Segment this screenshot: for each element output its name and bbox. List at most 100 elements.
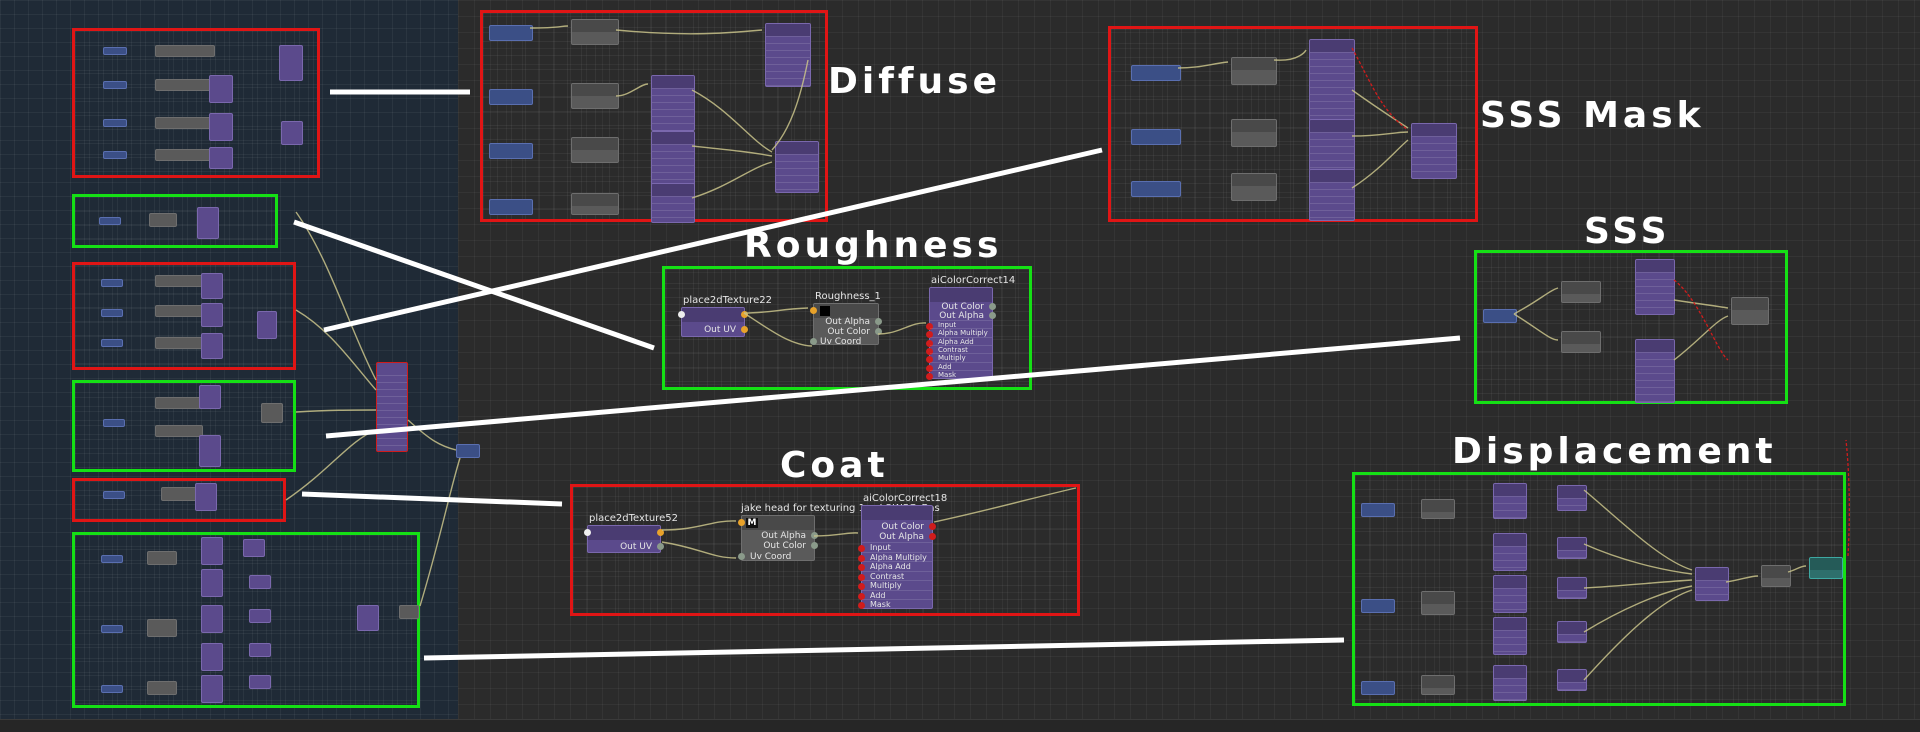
overview-node[interactable] [103, 47, 127, 55]
out-alpha-port[interactable] [929, 533, 936, 540]
input-row[interactable]: Alpha Multiply [858, 551, 932, 563]
file-node[interactable] [571, 19, 619, 45]
uv-coord-port[interactable] [810, 338, 817, 345]
out-uv-port[interactable] [741, 326, 748, 333]
overview-node[interactable] [103, 81, 127, 89]
place2d-node[interactable] [1131, 181, 1181, 197]
color-correct-node[interactable] [1493, 575, 1527, 613]
file-node-coat[interactable]: M Out Alpha Out Color Uv Coord [738, 515, 818, 562]
overview-node[interactable] [155, 397, 203, 409]
overview-node[interactable] [249, 575, 271, 589]
file-node[interactable] [1421, 499, 1455, 519]
file-node[interactable] [571, 193, 619, 215]
input-row[interactable]: Add [858, 589, 932, 601]
overview-node[interactable] [257, 311, 277, 339]
overview-node[interactable] [101, 309, 123, 317]
place2d-node[interactable] [1131, 129, 1181, 145]
input-row[interactable]: Mask [858, 599, 932, 610]
overview-frame-sss-mask[interactable] [72, 262, 296, 370]
overview-node[interactable] [199, 385, 221, 409]
overview-node[interactable] [243, 539, 265, 557]
remap-node[interactable] [1557, 537, 1587, 559]
overview-node[interactable] [103, 151, 127, 159]
blend-node[interactable] [1731, 297, 1769, 325]
color-correct-node[interactable] [1309, 119, 1355, 171]
file-node[interactable] [1231, 173, 1277, 201]
input-port[interactable] [926, 331, 933, 339]
input-row[interactable]: Mask [926, 369, 992, 380]
overview-node[interactable] [357, 605, 379, 631]
shading-group-node[interactable] [1809, 557, 1843, 579]
overview-frame-displacement[interactable] [72, 532, 420, 708]
overview-shading-group-node[interactable] [456, 444, 480, 458]
remap-node[interactable] [1557, 669, 1587, 691]
overview-node[interactable] [149, 213, 177, 227]
overview-node[interactable] [103, 491, 125, 499]
color-correct-node[interactable] [651, 131, 695, 187]
color-correct-node[interactable] [651, 75, 695, 131]
color-correct-node[interactable] [1309, 169, 1355, 221]
place2d-node[interactable] [1361, 503, 1395, 517]
overview-node[interactable] [249, 609, 271, 623]
overview-node[interactable] [201, 537, 223, 565]
place2d-node[interactable] [489, 25, 533, 41]
overview-node[interactable] [201, 643, 223, 671]
overview-node[interactable] [155, 149, 215, 161]
overview-node[interactable] [147, 619, 177, 637]
overview-node[interactable] [155, 337, 203, 349]
color-correct-node[interactable] [1309, 39, 1355, 121]
overview-node[interactable] [201, 675, 223, 703]
file-node[interactable] [1421, 675, 1455, 695]
place2d-texture-node[interactable]: Out UV [678, 307, 748, 337]
overview-node[interactable] [281, 121, 303, 145]
sss-frame[interactable] [1474, 250, 1788, 404]
color-correct-node[interactable] [1493, 665, 1527, 701]
out-alpha-port[interactable] [989, 312, 996, 319]
overview-node[interactable] [103, 419, 125, 427]
input-port[interactable] [858, 573, 865, 581]
input-port[interactable] [858, 592, 865, 600]
overview-node[interactable] [249, 643, 271, 657]
color-correct-node[interactable] [1493, 617, 1527, 655]
layer-rgba-node[interactable] [775, 141, 819, 193]
overview-node[interactable] [155, 305, 203, 317]
overview-frame-sss[interactable] [72, 380, 296, 472]
overview-node[interactable] [101, 685, 123, 693]
file-in-port[interactable] [810, 307, 817, 314]
overview-node[interactable] [155, 275, 203, 287]
input-port[interactable] [858, 583, 865, 590]
place2d-node[interactable] [1361, 681, 1395, 695]
place2d-in-port[interactable] [584, 529, 591, 536]
input-port[interactable] [858, 602, 865, 609]
overview-node[interactable] [279, 45, 303, 81]
remap-node[interactable] [1557, 577, 1587, 599]
diffuse-frame[interactable] [480, 10, 828, 223]
displacement-frame[interactable] [1352, 472, 1846, 706]
overview-node[interactable] [209, 113, 233, 141]
overview-node[interactable] [209, 75, 233, 103]
overview-node[interactable] [103, 119, 127, 127]
overview-node[interactable] [101, 625, 123, 633]
place2d-out-port[interactable] [741, 311, 748, 318]
overview-node[interactable] [261, 403, 283, 423]
file-node-roughness[interactable]: Out Alpha Out Color Uv Coord [810, 303, 882, 347]
coat-frame[interactable]: Out UV place2dTexture52 M Out Alpha Out … [570, 484, 1080, 616]
remap-node[interactable] [1557, 621, 1587, 643]
overview-node[interactable] [201, 605, 223, 633]
color-correct-node[interactable] [1635, 339, 1675, 403]
roughness-frame[interactable]: Out UV place2dTexture22 Out Alpha Out Co… [662, 266, 1032, 390]
file-node[interactable] [1561, 331, 1601, 353]
input-row[interactable]: Contrast [858, 570, 932, 582]
out-color-port[interactable] [989, 303, 996, 310]
overview-node[interactable] [147, 551, 177, 565]
overview-shader-node[interactable] [376, 362, 408, 452]
overview-node[interactable] [147, 681, 177, 695]
out-uv-port[interactable] [657, 543, 664, 550]
remap-node[interactable] [1557, 485, 1587, 511]
place2d-node[interactable] [1483, 309, 1517, 323]
file-node[interactable] [1421, 591, 1455, 615]
file-node[interactable] [571, 137, 619, 163]
place2d-node[interactable] [489, 199, 533, 215]
place2d-node[interactable] [489, 143, 533, 159]
